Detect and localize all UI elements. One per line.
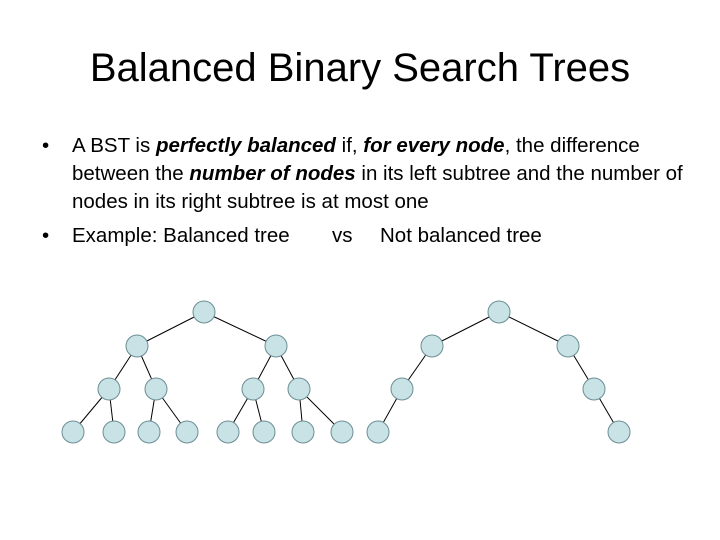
tree-node [192,300,216,324]
bullet-definition: • A BST is perfectly balanced if, for ev… [38,132,698,216]
definition-emphasis-number-of-nodes: number of nodes [189,162,356,185]
example-balanced-label: Example: Balanced tree [72,224,290,247]
tree-node [264,334,288,358]
tree-node [291,420,315,444]
bullet-marker: • [42,134,50,157]
tree-node [241,377,265,401]
definition-emphasis-perfectly-balanced: perfectly balanced [155,134,336,157]
definition-text-3: , the difference between the [72,134,640,185]
definition-text-4: in its left subtree and the number of no… [72,162,683,213]
tree-node [61,420,85,444]
tree-node [582,377,606,401]
not-balanced-tree [366,300,631,444]
definition-text-2: if, [335,134,364,157]
tree-edge [498,311,569,347]
tree-node [125,334,149,358]
tree-node [287,377,311,401]
tree-edge [203,311,277,347]
example-vs-label: vs [332,224,353,247]
tree-node [137,420,161,444]
tree-node [102,420,126,444]
tree-node [487,300,511,324]
tree-node [216,420,240,444]
bullet-list: • A BST is perfectly balanced if, for ev… [38,132,698,250]
tree-edge [136,311,205,347]
tree-edge [431,311,500,347]
tree-node [556,334,580,358]
tree-node [366,420,390,444]
example-not-balanced-label: Not balanced tree [380,224,542,247]
balanced-tree [61,300,354,444]
tree-node [330,420,354,444]
tree-node [420,334,444,358]
definition-text-1: A BST is [72,134,156,157]
tree-node [175,420,199,444]
tree-node [390,377,414,401]
bullet-example: • Example: Balanced tree vs Not balanced t… [38,222,698,250]
tree-node [97,377,121,401]
definition-emphasis-for-every-node: for every node [363,134,505,157]
tree-node [607,420,631,444]
tree-node [144,377,168,401]
tree-node [252,420,276,444]
slide-title: Balanced Binary Search Trees [89,46,631,90]
bullet-marker: • [42,224,50,247]
